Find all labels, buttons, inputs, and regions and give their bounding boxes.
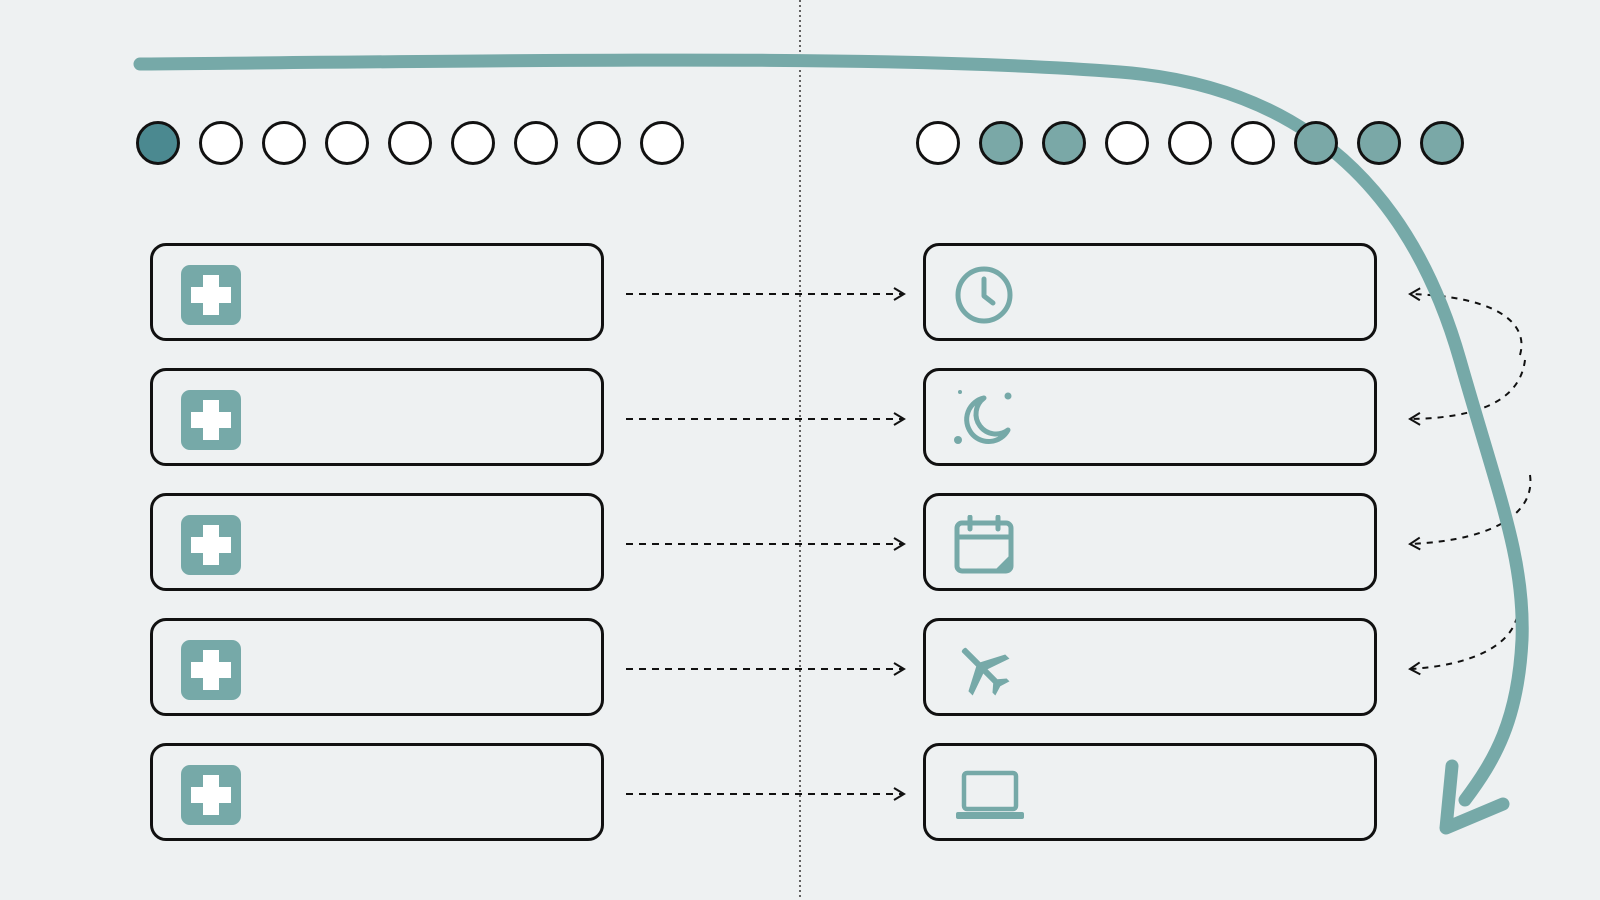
progress-dot-filled	[1357, 121, 1401, 165]
medical-cross-icon	[181, 390, 241, 450]
progress-dot-empty	[577, 121, 621, 165]
left-card	[150, 243, 604, 341]
calendar-icon	[954, 514, 1014, 575]
airplane-icon	[954, 640, 1014, 700]
return-arrow	[1408, 474, 1532, 551]
medical-cross-icon	[181, 765, 241, 825]
right-card	[923, 368, 1377, 466]
right-card	[923, 618, 1377, 716]
progress-dot-filled	[1042, 121, 1086, 165]
progress-dot-empty	[388, 121, 432, 165]
progress-dot-filled	[1420, 121, 1464, 165]
progress-dot-empty	[1231, 121, 1275, 165]
left-card	[150, 743, 604, 841]
progress-dot-empty	[199, 121, 243, 165]
return-arrow	[1408, 604, 1520, 676]
left-card	[150, 493, 604, 591]
flow-arrow-head	[1439, 759, 1510, 835]
progress-dot-filled	[979, 121, 1023, 165]
medical-cross-icon	[181, 640, 241, 700]
connector-arrows	[626, 287, 906, 801]
left-card	[150, 618, 604, 716]
progress-dot-filled	[1294, 121, 1338, 165]
medical-cross-icon	[181, 265, 241, 325]
progress-dot-empty	[1168, 121, 1212, 165]
progress-dot-filled-dark	[136, 121, 180, 165]
progress-dot-empty	[451, 121, 495, 165]
return-arrows	[1408, 287, 1532, 676]
laptop-icon	[954, 765, 1024, 825]
right-card	[923, 493, 1377, 591]
progress-dot-empty	[916, 121, 960, 165]
progress-dot-empty	[1105, 121, 1149, 165]
progress-dot-empty	[640, 121, 684, 165]
return-arrow	[1408, 287, 1523, 356]
progress-dot-empty	[262, 121, 306, 165]
right-card	[923, 743, 1377, 841]
moon-icon	[954, 390, 1014, 450]
return-arrow	[1408, 359, 1526, 426]
flow-arrow	[133, 53, 1529, 807]
medical-cross-icon	[181, 515, 241, 575]
clock-icon	[954, 265, 1014, 325]
left-card	[150, 368, 604, 466]
progress-dot-empty	[325, 121, 369, 165]
progress-dot-empty	[514, 121, 558, 165]
right-card	[923, 243, 1377, 341]
